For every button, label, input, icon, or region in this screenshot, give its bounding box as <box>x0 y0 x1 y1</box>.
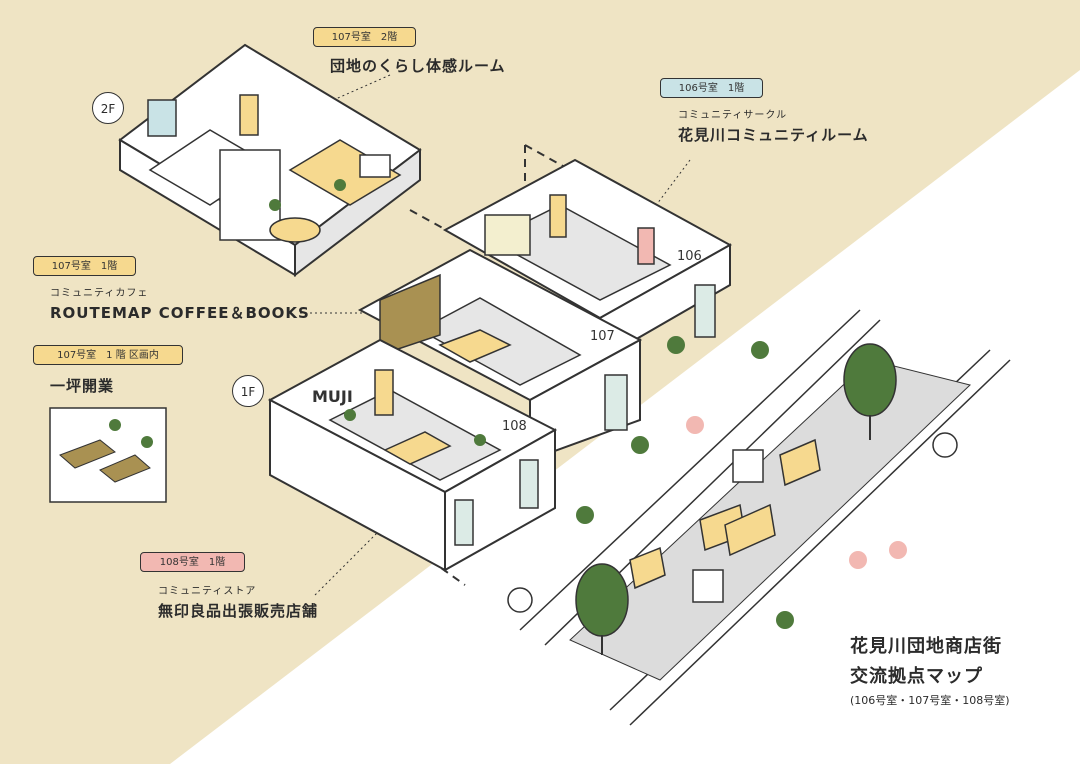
map-title-note: (106号室・107号室・108号室) <box>850 694 1010 707</box>
floor-badge-1f: 1F <box>232 375 264 407</box>
room-category-108: コミュニティストア <box>158 586 257 597</box>
room-tag-107-area: 107号室 1 階 区画内 <box>33 345 183 365</box>
room-number-108: 108 <box>502 419 527 434</box>
room-tag-108: 108号室 1階 <box>140 552 245 572</box>
room-number-106: 106 <box>677 249 702 264</box>
room-number-107: 107 <box>590 329 615 344</box>
room-106: 106 <box>442 158 733 362</box>
street <box>507 309 1011 726</box>
map-title-line1: 花見川団地商店街 <box>850 636 1002 657</box>
room-tag-107-2f: 107号室 2階 <box>313 27 416 47</box>
room-name-107-2f: 団地のくらし体感ルーム <box>330 57 506 75</box>
tree <box>575 563 629 637</box>
room-name-108: 無印良品出張販売店舗 <box>158 602 319 620</box>
room-107: 107 <box>357 248 643 462</box>
one-tsubo-illustration <box>49 407 167 503</box>
room-tag-107-1f: 107号室 1階 <box>33 256 136 276</box>
room-108: MUJI 108 <box>267 338 558 572</box>
room-category-107-1f: コミュニティカフェ <box>50 288 149 299</box>
room-category-106: コミュニティサークル <box>678 110 788 121</box>
tree <box>843 343 897 417</box>
muji-sign: MUJI <box>312 387 353 406</box>
room-tag-106: 106号室 1階 <box>660 78 763 98</box>
room-name-107-1f: ROUTEMAP COFFEE＆BOOKS <box>50 304 310 322</box>
second-floor-room <box>118 43 422 278</box>
room-name-107-area: 一坪開業 <box>50 377 115 395</box>
room-name-106: 花見川コミュニティルーム <box>678 126 869 144</box>
floor-badge-2f: 2F <box>92 92 124 124</box>
map-title: 花見川団地商店街 交流拠点マップ (106号室・107号室・108号室) <box>850 632 1010 708</box>
map-title-line2: 交流拠点マップ <box>850 666 983 687</box>
